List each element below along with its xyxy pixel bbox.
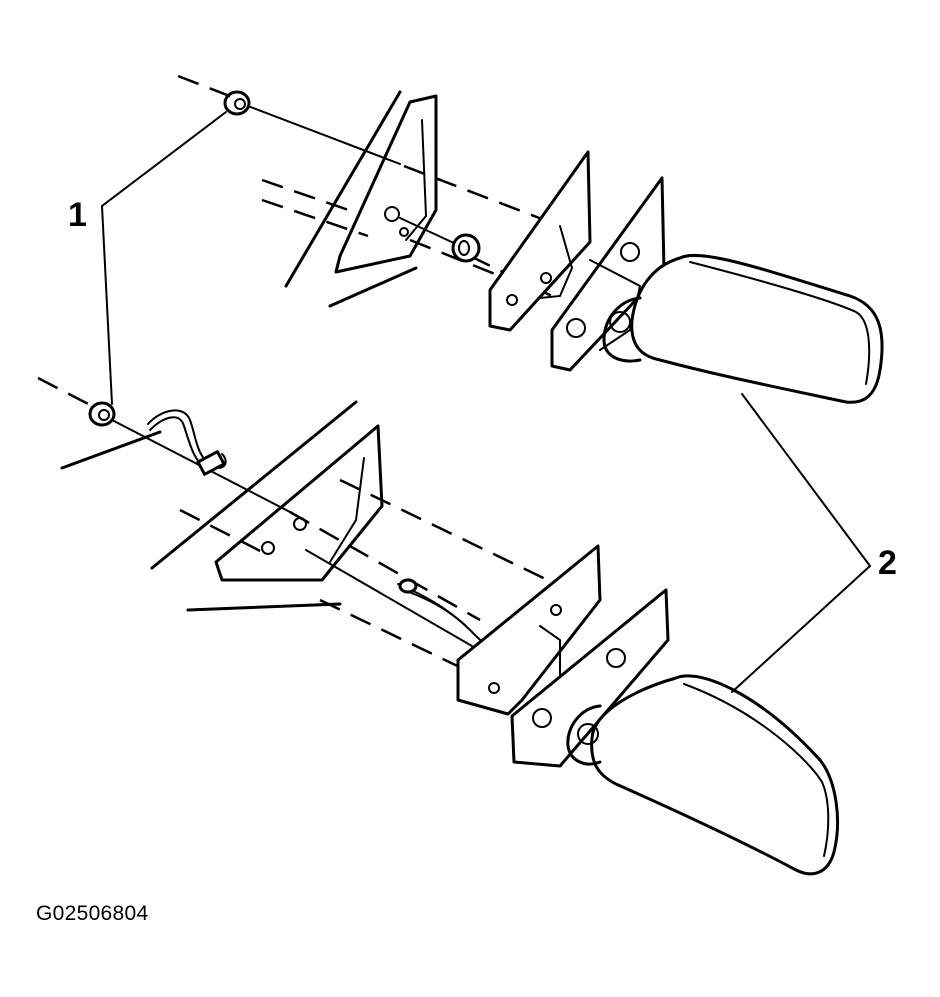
callout-1-leaders (100, 111, 227, 405)
figure-code: G02506804 (36, 902, 149, 925)
callout-2-leaders (731, 393, 872, 693)
upper-nut (223, 90, 251, 116)
callout-label-2: 2 (878, 544, 897, 582)
lower-nut (88, 401, 116, 427)
callout-label-1: 1 (68, 196, 87, 234)
lower-mirror-assembly (37, 376, 840, 876)
upper-mirror-assembly (177, 74, 884, 404)
